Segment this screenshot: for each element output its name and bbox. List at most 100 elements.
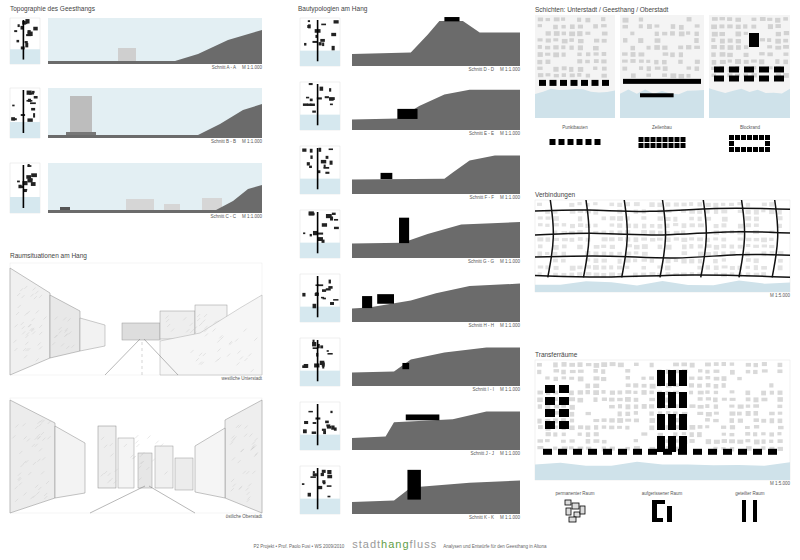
building-block [322,366,324,369]
city-block [737,377,742,380]
connections-map [535,200,790,292]
city-block [577,266,582,270]
city-block [754,217,759,222]
city-block [622,60,628,63]
city-block [593,384,599,388]
row-building-symbol [657,137,662,142]
city-block [698,369,702,372]
pencil-hatching [135,440,138,443]
pencil-hatching [14,340,17,343]
city-block [678,46,683,50]
city-block [578,216,582,221]
layer-map [709,15,790,118]
city-block [655,67,661,70]
row-building-symbol [639,137,644,142]
city-block [602,252,606,256]
pencil-hatching [235,339,238,342]
city-block [754,258,759,263]
city-block [634,411,638,415]
city-block [610,391,615,395]
highlight-block [648,449,657,455]
city-block [738,419,743,423]
building-wall [195,428,225,498]
city-block [713,251,718,255]
map-ground [709,15,790,118]
city-block [769,432,774,436]
pencil-hatching [36,310,39,313]
highlight-block [618,449,627,455]
block-perimeter-symbol [765,141,770,146]
panel-node: östliche Oberstadt [10,398,262,520]
building-block [13,118,17,120]
building-block [327,470,331,474]
pencil-hatching [240,357,243,360]
sky-ground [48,163,262,213]
road-edge [105,339,140,375]
city-block [654,60,658,64]
city-block [639,59,644,62]
city-block [681,259,686,264]
pencil-hatching [241,449,244,452]
city-block [634,405,638,409]
pencil-hatching [255,452,258,455]
building-section [406,414,440,420]
city-block [719,24,724,28]
city-block [578,223,583,227]
pencil-hatching [244,358,247,361]
pencil-hatching [253,445,256,448]
city-block [713,259,718,263]
pencil-hatching [241,449,244,452]
city-block [578,67,583,72]
pencil-hatching [36,492,39,495]
city-block [594,363,600,368]
building-block [314,363,319,367]
building-block [319,148,322,152]
pencil-hatching [133,456,136,459]
river-water [300,371,340,386]
pencil-hatching [21,295,24,298]
building-block [30,102,36,104]
group-heading: Raumsituationen am Hang [10,251,87,261]
city-block [602,237,608,241]
city-block [728,59,732,62]
building-block [308,411,312,413]
city-block [714,440,720,444]
terrain-section [48,163,262,213]
building-block [331,33,336,36]
section-line [317,276,319,317]
highlight-block [573,449,582,455]
city-block [738,404,744,408]
city-block [593,24,598,28]
city-block [609,237,615,241]
city-block [602,32,608,36]
city-block [698,425,703,429]
row-building-symbol [681,143,686,148]
building-section [407,470,420,500]
pencil-hatching [39,346,42,349]
pencil-hatching [30,328,33,331]
city-block [720,52,726,57]
scale-label: M 1:1.000 [242,138,262,145]
city-block [578,376,584,381]
block-perimeter-symbol [735,147,740,152]
city-block [650,238,655,242]
city-block [737,202,741,205]
pencil-hatching [255,438,258,441]
pencil-hatching [236,362,239,365]
pencil-hatching [194,327,197,330]
block-perimeter-symbol [753,135,758,140]
city-block [655,38,661,42]
city-block [601,74,606,78]
building-block [332,46,335,50]
site-plan-thumbnail [300,18,340,66]
city-block [681,238,687,242]
pencil-hatching [65,328,68,331]
city-block [554,369,560,372]
city-block [722,383,726,388]
city-block [642,252,648,256]
city-block [735,18,741,22]
city-block [777,369,782,373]
city-block [698,405,704,409]
building-block [25,41,28,43]
building-block [323,167,329,169]
